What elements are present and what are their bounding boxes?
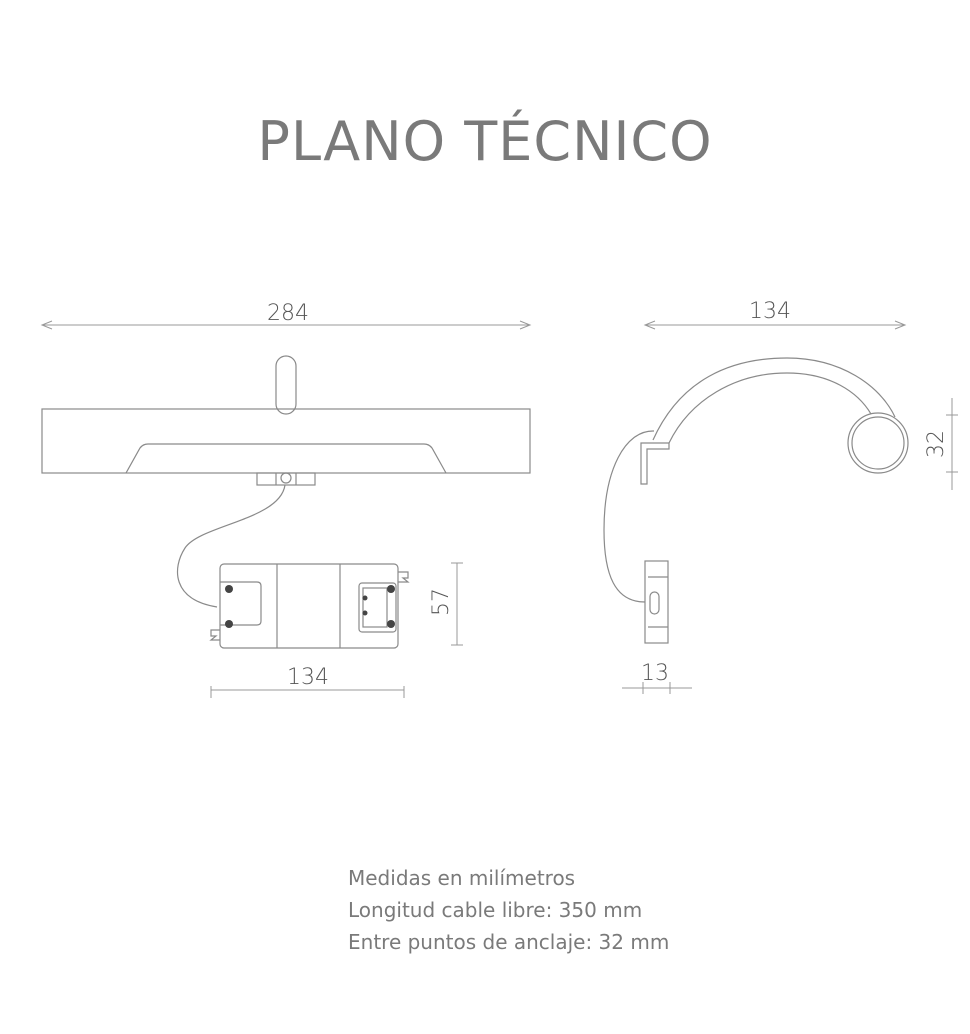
lamp-bar [41,408,531,474]
depth-dimension: 134 [643,299,907,330]
driver-width-dimension: 134 [210,665,405,698]
head-diameter-label: 32 [924,430,949,458]
arm-outer [652,357,896,441]
lamp-diffuser [125,443,447,474]
side-cable [603,430,655,603]
width-label: 284 [267,301,309,326]
note-cable-length: Longitud cable libre: 350 mm [348,898,643,922]
base-plate [644,560,669,644]
base-thickness-label: 13 [641,661,669,686]
note-units: Medidas en milímetros [348,866,576,890]
driver-height-dimension: 57 [429,562,463,646]
width-dimension: 284 [40,301,532,330]
driver-box [209,563,410,649]
lamp-mount-arm [275,355,297,415]
head-diameter-dimension: 32 [924,398,958,490]
lamp-head-outer [847,412,909,474]
side-view: 134 13 32 [603,299,958,694]
power-cable [176,484,286,608]
base-thickness-dimension: 13 [622,661,692,694]
arm-inner [668,372,872,444]
depth-label: 134 [749,299,791,324]
driver-height-label: 57 [429,588,454,616]
lamp-head-inner [851,416,905,470]
page-title: PLANO TÉCNICO [257,110,712,173]
front-view: 284 57 [40,301,532,698]
driver-width-label: 134 [287,665,329,690]
lamp-clips [256,472,316,486]
bracket [640,442,670,485]
note-anchor-distance: Entre puntos de anclaje: 32 mm [348,930,670,954]
